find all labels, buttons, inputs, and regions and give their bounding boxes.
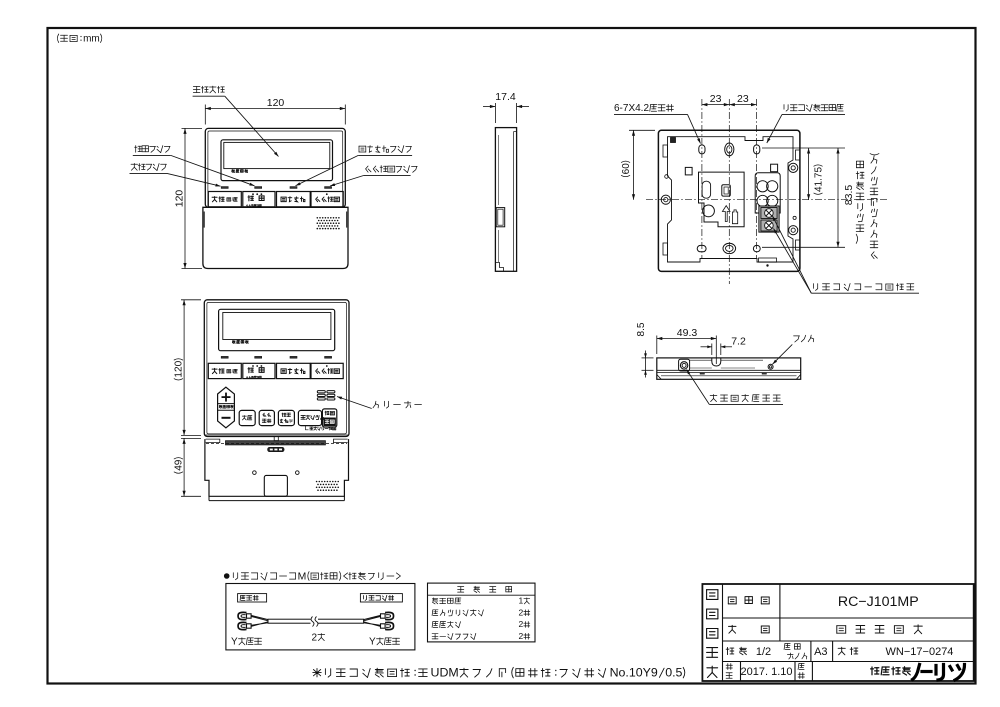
svg-text:23: 23 (710, 93, 722, 105)
svg-text:49.3: 49.3 (677, 327, 698, 339)
svg-text:1/2: 1/2 (756, 646, 771, 658)
svg-text:WN−17−0274: WN−17−0274 (886, 646, 954, 658)
svg-text:2: 2 (519, 631, 524, 641)
svg-text:UDM: UDM (431, 666, 459, 680)
svg-text:7.2: 7.2 (731, 336, 746, 348)
svg-text:RC−J101MP: RC−J101MP (838, 594, 919, 610)
svg-text:2: 2 (312, 632, 318, 643)
svg-text:/: / (232, 197, 234, 203)
svg-text:49: 49 (174, 459, 185, 471)
svg-text:23: 23 (737, 93, 749, 105)
svg-text:120: 120 (174, 190, 186, 208)
svg-text:120: 120 (267, 97, 285, 109)
svg-text:83.5: 83.5 (843, 185, 855, 206)
svg-text:2: 2 (519, 607, 524, 617)
svg-text:2: 2 (519, 619, 524, 629)
svg-text:mm: mm (83, 34, 100, 45)
svg-text:Y: Y (231, 637, 238, 648)
svg-text:/: / (232, 369, 234, 375)
svg-text:M: M (298, 571, 307, 582)
svg-text:0.5: 0.5 (665, 666, 682, 680)
svg-text:6-7X4.2: 6-7X4.2 (614, 103, 649, 114)
svg-text:41.75: 41.75 (813, 167, 824, 192)
svg-text:120: 120 (174, 360, 185, 377)
svg-text:60: 60 (621, 163, 632, 175)
svg-text:17.4: 17.4 (495, 91, 516, 103)
svg-text:8.5: 8.5 (636, 322, 647, 336)
svg-text:1: 1 (519, 596, 524, 606)
svg-text:A3: A3 (814, 646, 827, 658)
svg-text:No.10Y9: No.10Y9 (610, 666, 658, 680)
svg-text:2017. 1.10: 2017. 1.10 (741, 666, 793, 678)
svg-text:Y: Y (369, 637, 376, 648)
